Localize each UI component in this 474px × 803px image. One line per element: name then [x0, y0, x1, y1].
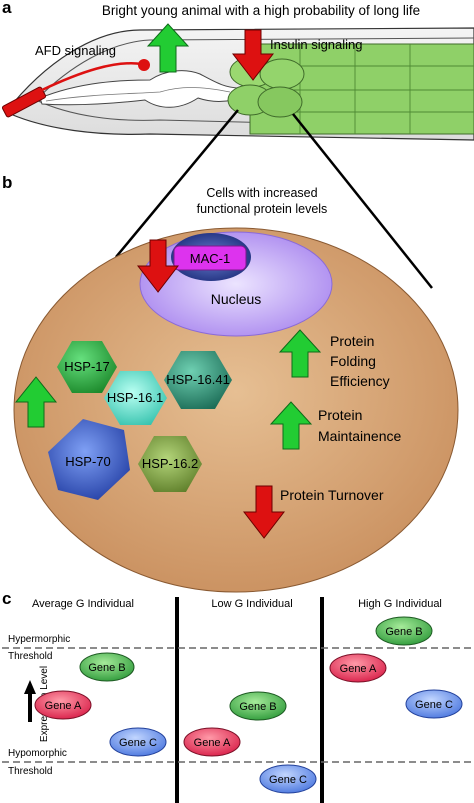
- cell: [13, 227, 459, 593]
- hsp-16-41-hexagon: [164, 351, 232, 409]
- afd-axon: [41, 62, 143, 92]
- afd-neuron-bar: [1, 86, 47, 118]
- intestine-cell-3: [259, 58, 305, 90]
- afd-cell-body: [138, 59, 150, 71]
- column-high-title: High G Individual: [358, 598, 442, 610]
- gene-b-high-label: Gene B: [385, 626, 422, 638]
- zoom-line-left: [115, 109, 239, 258]
- gene-b-high: [375, 616, 433, 646]
- hypomorphic-label-line2: Threshold: [8, 766, 52, 777]
- gene-b-low-label: Gene B: [239, 701, 276, 713]
- gene-c-average-label: Gene C: [119, 737, 157, 749]
- hsp-16-2-hexagon: [138, 436, 202, 492]
- folding-label-line2: Folding: [330, 353, 376, 369]
- gene-c-low: [259, 764, 317, 794]
- gene-a-average: [34, 690, 92, 720]
- hsp-16-2-label: HSP-16.2: [142, 456, 198, 471]
- hsp-up-arrow: [14, 376, 58, 428]
- gene-a-low-label: Gene A: [194, 737, 231, 749]
- hsp-70-label: HSP-70: [65, 454, 111, 469]
- hypermorphic-label-line2: Threshold: [8, 651, 52, 662]
- panel-a-title: Bright young animal with a high probabil…: [102, 3, 420, 18]
- insulin-down-arrow: [231, 29, 275, 81]
- panel-b: b Cells with increased functional protei…: [2, 173, 459, 593]
- column-low-title: Low G Individual: [211, 598, 292, 610]
- folding-label-line3: Efficiency: [330, 373, 390, 389]
- mac1-down-arrow: [136, 239, 180, 293]
- gene-b-average-label: Gene B: [88, 662, 125, 674]
- gene-b-average: [79, 652, 135, 682]
- intestine-cell-4: [257, 86, 303, 118]
- afd-up-arrow: [146, 23, 190, 73]
- insulin-signaling-label: Insulin signaling: [270, 37, 363, 52]
- panel-a: a Bright young animal with a high probab…: [1, 0, 474, 141]
- turnover-down-arrow: [242, 485, 286, 539]
- mac1-label: MAC-1: [190, 251, 230, 266]
- gene-c-high: [405, 689, 463, 719]
- hsp-70-hexagon: [48, 419, 130, 500]
- hypomorphic-label-line1: Hypomorphic: [8, 748, 67, 759]
- panel-a-label: a: [2, 0, 12, 17]
- intestine-segments: [250, 44, 474, 134]
- hsp-17-hexagon: [57, 341, 117, 393]
- gene-c-high-label: Gene C: [415, 699, 453, 711]
- worm-pharynx-lumen: [45, 87, 231, 102]
- maintenance-label-line1: Protein: [318, 407, 362, 423]
- maintenance-up-arrow: [269, 401, 313, 450]
- panel-c: c Average G Individual Low G Individual …: [2, 589, 474, 803]
- panel-b-label: b: [2, 173, 12, 192]
- zoom-line-right: [292, 113, 433, 289]
- hsp-16-1-label: HSP-16.1: [107, 390, 163, 405]
- gene-a-average-label: Gene A: [45, 700, 82, 712]
- turnover-label: Protein Turnover: [280, 487, 384, 503]
- gene-a-high-label: Gene A: [340, 663, 377, 675]
- gene-c-low-label: Gene C: [269, 774, 307, 786]
- panel-c-label: c: [2, 589, 11, 608]
- gene-c-average: [109, 727, 167, 757]
- gene-a-high: [329, 653, 387, 683]
- afd-signaling-label: AFD signaling: [35, 43, 116, 58]
- expression-level-arrow: [24, 680, 36, 722]
- hypermorphic-label-line1: Hypermorphic: [8, 634, 70, 645]
- hsp-16-1-hexagon: [104, 371, 167, 425]
- hsp-16-41-label: HSP-16.41: [166, 372, 230, 387]
- panel-b-title-line1: Cells with increased: [206, 186, 317, 200]
- folding-up-arrow: [278, 329, 322, 378]
- gene-a-low: [183, 727, 241, 757]
- gene-b-low: [229, 691, 287, 721]
- folding-label-line1: Protein: [330, 333, 374, 349]
- panel-b-title-line2: functional protein levels: [197, 202, 328, 216]
- mac1-box: [173, 245, 247, 271]
- maintenance-label-line2: Maintainence: [318, 428, 401, 444]
- nucleus-label: Nucleus: [211, 291, 262, 307]
- hsp-17-label: HSP-17: [64, 359, 110, 374]
- column-average-title: Average G Individual: [32, 598, 134, 610]
